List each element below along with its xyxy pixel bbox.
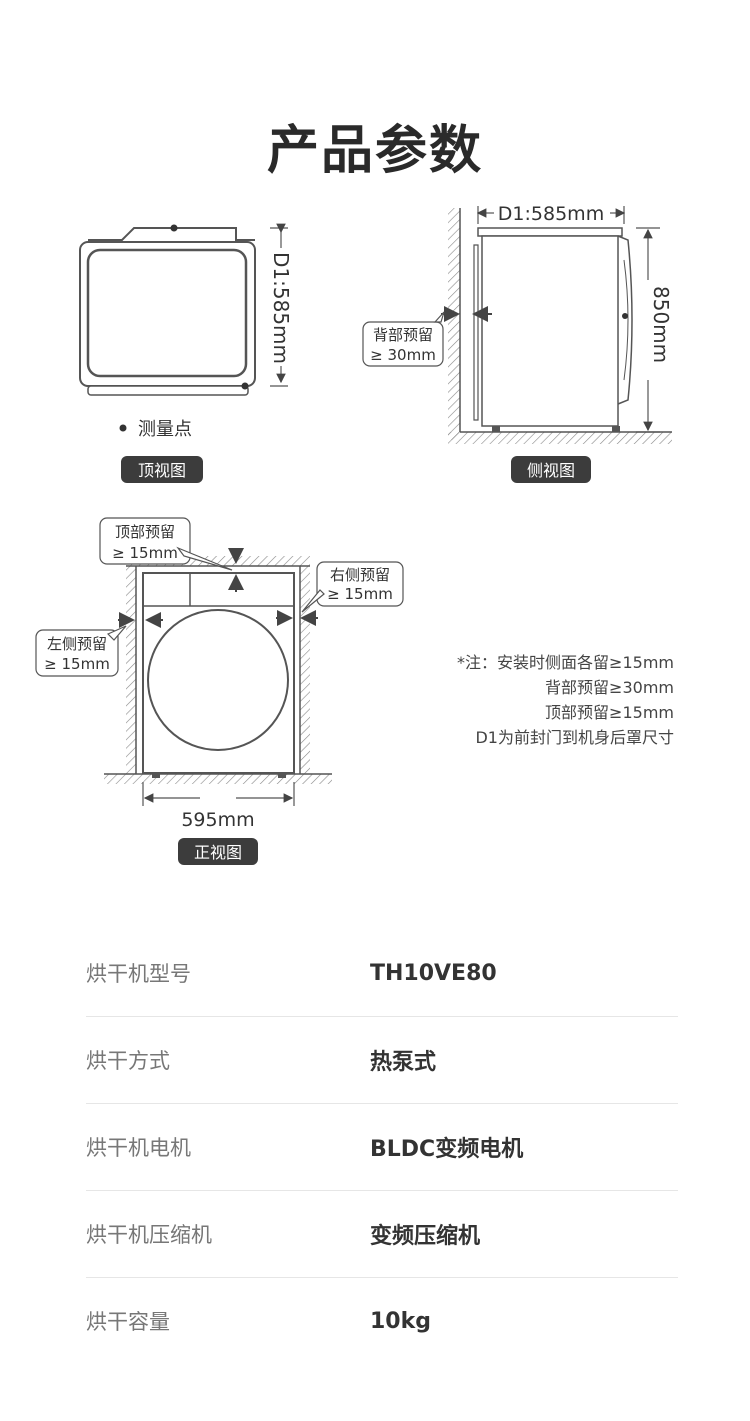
spec-value: TH10VE80 (370, 960, 497, 986)
front-view: 595mm 顶部预留 ≥ 15mm 右侧预留 ≥ 15mm 左侧预留 ≥ 15m… (35, 517, 404, 865)
left-clearance-value: ≥ 15mm (44, 655, 110, 673)
spec-value: 10kg (370, 1308, 431, 1334)
side-view-depth: D1:585mm (498, 203, 604, 225)
left-clearance-label: 左侧预留 (47, 635, 107, 653)
spec-label: 烘干机型号 (86, 962, 191, 986)
spec-value: BLDC变频电机 (370, 1137, 524, 1162)
spec-row: 烘干方式 热泵式 (86, 1017, 678, 1104)
back-clearance-label: 背部预留 (373, 326, 433, 344)
spec-row: 烘干容量 10kg (86, 1278, 678, 1364)
measure-point-icon (241, 382, 249, 390)
spec-value: 热泵式 (370, 1050, 437, 1075)
spec-label: 烘干机压缩机 (86, 1223, 212, 1247)
note-line: 顶部预留≥15mm (545, 703, 674, 722)
top-view: D1:585mm 测量点 顶视图 (79, 223, 293, 483)
right-clearance-value: ≥ 15mm (327, 585, 393, 603)
side-view-height: 850mm (649, 286, 673, 363)
right-clearance-label: 右侧预留 (330, 566, 390, 584)
legend-label: 测量点 (138, 419, 192, 440)
spec-row: 烘干机型号 TH10VE80 (86, 930, 678, 1017)
installation-diagram: D1:585mm 测量点 顶视图 D1:585mm 850mm 背部预留 (35, 203, 673, 865)
top-view-dimension: D1:585mm (269, 252, 293, 364)
note-line: 背部预留≥30mm (545, 678, 674, 697)
top-clearance-value: ≥ 15mm (112, 544, 178, 562)
measure-point-icon (170, 224, 178, 232)
back-clearance-value: ≥ 30mm (370, 346, 436, 364)
spec-label: 烘干方式 (86, 1049, 170, 1073)
page-title: 产品参数 (266, 121, 483, 181)
legend-dot-icon (119, 424, 127, 432)
installation-note: *注：安装时侧面各留≥15mm 背部预留≥30mm 顶部预留≥15mm D1为前… (457, 650, 674, 750)
note-line: *注：安装时侧面各留≥15mm (457, 653, 674, 672)
front-view-width: 595mm (181, 809, 254, 831)
spec-table: 烘干机型号 TH10VE80 烘干方式 热泵式 烘干机电机 BLDC变频电机 烘… (86, 930, 678, 1364)
spec-label: 烘干容量 (86, 1310, 170, 1334)
side-view-badge: 侧视图 (527, 461, 575, 480)
front-view-badge: 正视图 (194, 843, 242, 862)
spec-label: 烘干机电机 (86, 1136, 191, 1160)
top-view-badge: 顶视图 (138, 461, 186, 480)
note-line: D1为前封门到机身后罩尺寸 (475, 728, 674, 747)
spec-row: 烘干机压缩机 变频压缩机 (86, 1191, 678, 1278)
spec-row: 烘干机电机 BLDC变频电机 (86, 1104, 678, 1191)
top-clearance-label: 顶部预留 (115, 523, 175, 541)
side-view: D1:585mm 850mm 背部预留 ≥ 30mm 侧视图 (362, 203, 673, 483)
spec-value: 变频压缩机 (370, 1224, 481, 1249)
